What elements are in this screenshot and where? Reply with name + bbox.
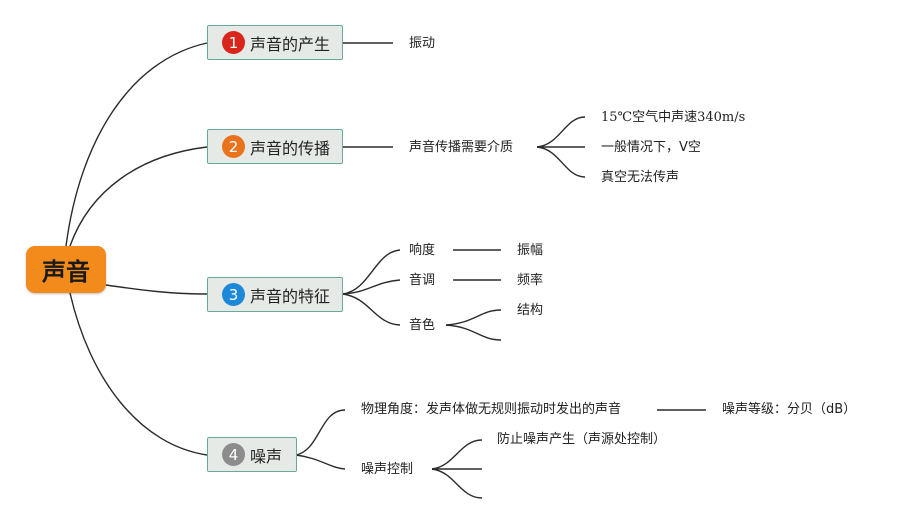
leaf-medium[interactable]: 声音传播需要介质 [409,140,514,155]
leaf-loudness[interactable]: 响度 [409,243,436,258]
number-badge-4: 4 [222,443,245,466]
number-badge-3: 3 [222,283,245,306]
link-root-branch2 [69,146,208,247]
leaf-vibration[interactable]: 振动 [409,36,436,51]
leaf-vacuum[interactable]: 真空无法传声 [601,170,680,185]
branch-label: 声音的产生 [250,34,331,54]
link-timbre-c1 [445,309,502,326]
root-node[interactable]: 声音 [26,246,106,293]
link-b4-control [295,454,346,470]
leaf-noise-level[interactable]: 噪声等级：分贝（dB） [722,402,857,417]
number-badge-2: 2 [222,135,245,158]
leaf-speed-in-air[interactable]: 15℃空气中声速340m/s [601,110,746,125]
link-control-c1 [431,439,483,470]
branch-noise[interactable]: 4 噪声 [207,437,297,472]
leaf-structure[interactable]: 结构 [517,303,544,318]
link-medium-c1 [536,116,586,148]
branch-label: 噪声 [250,446,283,466]
branch-sound-characteristics[interactable]: 3 声音的特征 [207,277,343,312]
number-badge-1: 1 [222,31,245,54]
leaf-pitch[interactable]: 音调 [409,273,436,288]
link-control-c3 [431,468,483,499]
leaf-physics-definition[interactable]: 物理角度：发声体做无规则振动时发出的声音 [361,402,622,417]
leaf-noise-control[interactable]: 噪声控制 [361,462,414,477]
leaf-frequency[interactable]: 频率 [517,273,544,288]
link-root-branch4 [69,292,208,456]
branch-sound-production[interactable]: 1 声音的产生 [207,25,343,60]
leaf-amplitude[interactable]: 振幅 [517,243,544,258]
link-root-branch3 [105,284,208,295]
branch-label: 声音的传播 [250,138,331,158]
link-root-branch1 [65,42,208,247]
link-b4-physics [295,409,346,456]
branch-label: 声音的特征 [250,286,331,306]
link-b3-timbre [342,293,401,326]
leaf-timbre[interactable]: 音色 [409,318,436,333]
leaf-prevent-at-source[interactable]: 防止噪声产生（声源处控制） [497,432,667,447]
link-timbre-c2 [445,324,502,341]
link-medium-c3 [536,146,586,178]
branch-sound-propagation[interactable]: 2 声音的传播 [207,129,343,164]
leaf-general-case[interactable]: 一般情况下，V空 [601,140,701,155]
link-b3-pitch [342,279,401,295]
link-b3-loudness [342,249,401,295]
